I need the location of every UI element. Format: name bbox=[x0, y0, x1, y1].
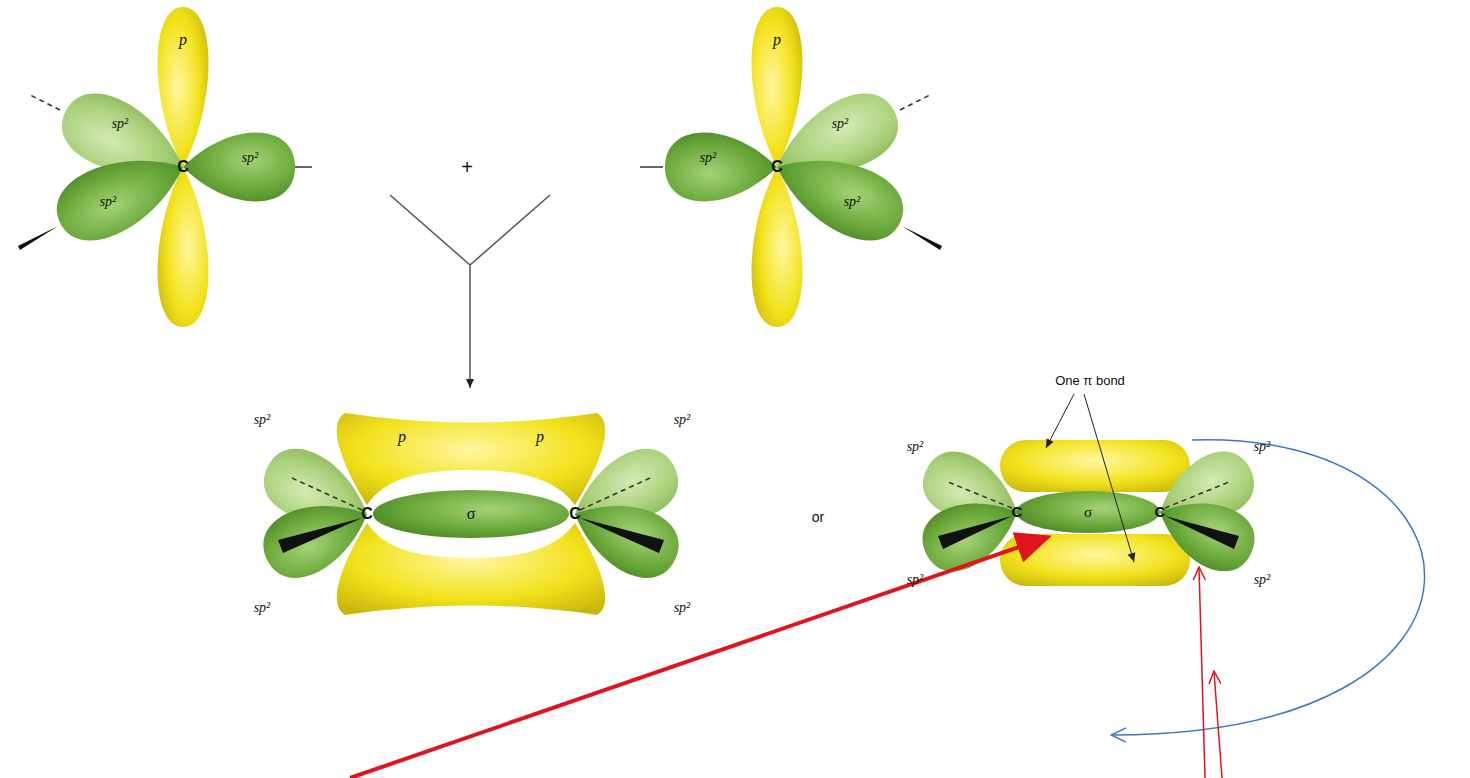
orbital-label: sp² bbox=[112, 116, 129, 131]
plus-sign: + bbox=[461, 156, 473, 178]
orbital-label: sp² bbox=[242, 150, 259, 165]
orbital-label: sp² bbox=[844, 194, 861, 209]
orbital-label: sp² bbox=[907, 439, 924, 454]
bond-label: σ bbox=[467, 505, 476, 523]
atom-label: C bbox=[569, 505, 581, 523]
atom-label: C bbox=[1012, 504, 1023, 521]
atom-label: C bbox=[1155, 504, 1166, 521]
orbital-label: sp² bbox=[1254, 439, 1271, 454]
orbital-label: sp² bbox=[254, 412, 271, 427]
atom-label: C bbox=[771, 158, 783, 176]
orbital-label: p bbox=[773, 31, 781, 49]
orbital-label: sp² bbox=[674, 412, 691, 427]
atom-label: C bbox=[361, 505, 373, 523]
orbital-label: sp² bbox=[907, 572, 924, 587]
orbital-label: p bbox=[398, 428, 406, 446]
or-text: or bbox=[812, 510, 824, 525]
orbital-label: sp² bbox=[100, 194, 117, 209]
orbital-label: sp² bbox=[674, 600, 691, 615]
orbital-label: p bbox=[536, 428, 544, 446]
bond-label: σ bbox=[1084, 504, 1092, 521]
atom-label: C bbox=[177, 158, 189, 176]
orbital-label: p bbox=[179, 31, 187, 49]
bond-caption: One π bond bbox=[1055, 374, 1125, 388]
orbital-label: sp² bbox=[700, 150, 717, 165]
orbital-label: sp² bbox=[254, 600, 271, 615]
orbital-label: sp² bbox=[1254, 572, 1271, 587]
orbital-label: sp² bbox=[832, 116, 849, 131]
